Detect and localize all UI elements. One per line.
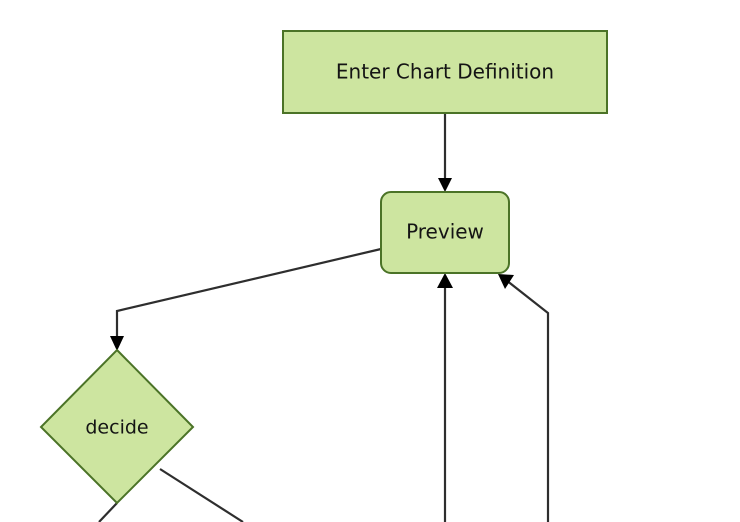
node-preview[interactable]: Preview	[380, 191, 510, 274]
edge-up-into-preview-center	[437, 273, 453, 522]
node-decide[interactable]: decide	[39, 348, 195, 505]
node-rectangle[interactable]	[282, 30, 608, 114]
arrowhead-icon	[437, 273, 453, 288]
edges-layer	[98, 114, 550, 522]
node-label: Enter Chart Definition	[336, 60, 554, 84]
arrowhead-icon	[498, 274, 514, 289]
edge-line	[159, 468, 244, 522]
edge-line	[115, 247, 382, 342]
edge-line	[505, 279, 550, 522]
node-rounded-rectangle[interactable]	[380, 191, 510, 274]
edge-decide-bottom-right	[159, 468, 244, 522]
arrowhead-icon	[438, 178, 452, 192]
node-label: Preview	[406, 220, 484, 244]
edge-line	[98, 502, 118, 522]
arrowhead-icon	[110, 336, 124, 351]
edge-preview-to-decide	[110, 247, 382, 351]
node-label: decide	[85, 417, 148, 439]
node-diamond[interactable]	[39, 348, 195, 505]
nodes-layer: Enter Chart Definition Preview decide	[39, 30, 608, 505]
node-enter-chart-definition[interactable]: Enter Chart Definition	[282, 30, 608, 114]
edge-up-right-into-preview	[498, 274, 550, 522]
edge-enter-to-preview	[438, 114, 452, 192]
edge-decide-bottom-left	[98, 502, 118, 522]
